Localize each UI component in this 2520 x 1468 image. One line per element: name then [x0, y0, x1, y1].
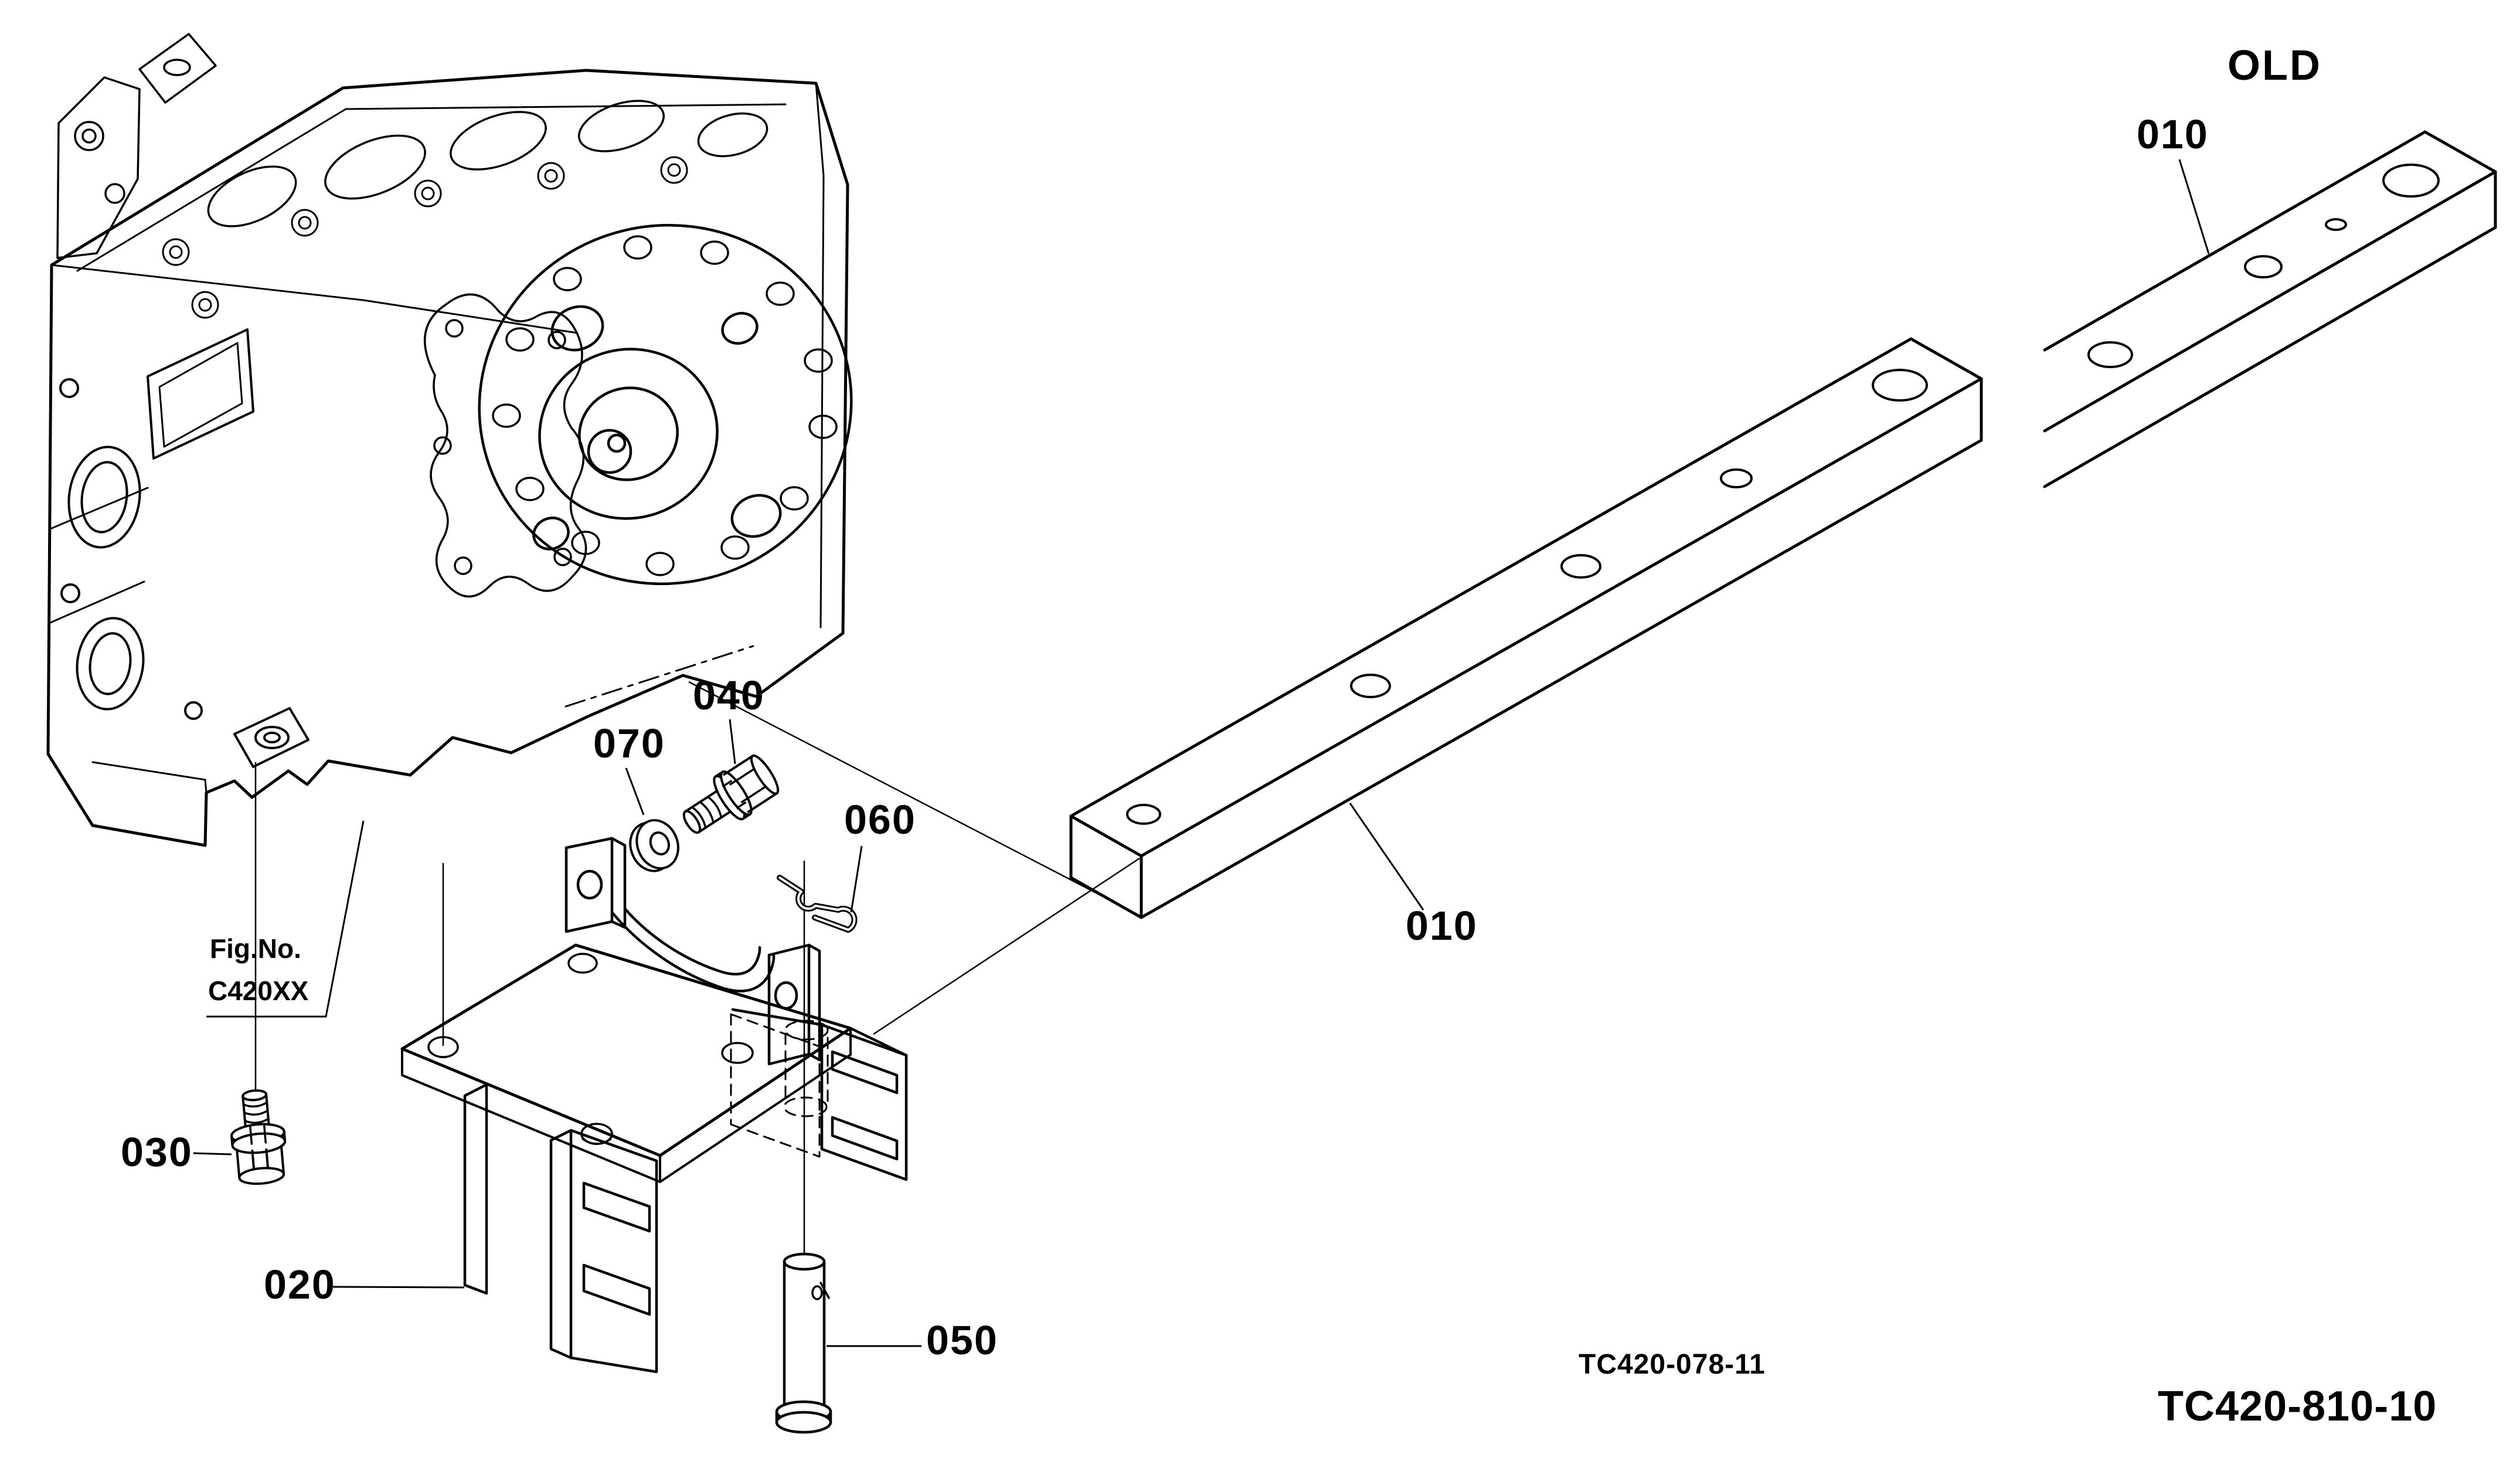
flange-bolt-holes: [492, 235, 838, 576]
label-pin: 050: [926, 1317, 998, 1363]
leader-030: [193, 1152, 232, 1156]
drawbar-old-drawing: [2043, 130, 2497, 488]
engine-case-drawing: [46, 33, 853, 847]
bracket-side-flange: [731, 1008, 908, 1181]
pin-cross-hole: [811, 1282, 830, 1300]
drawbar-new-holes: [1126, 369, 1928, 825]
drawing-code-small: TC420-078-11: [1579, 1349, 1766, 1380]
leader-010-new: [1349, 803, 1424, 910]
bracket-arm: [564, 837, 821, 1066]
bracket-drawing: [400, 837, 908, 1374]
drawbar-new-drawing: [1069, 337, 1983, 919]
leader-070: [625, 767, 645, 815]
washer-070-drawing: [629, 819, 679, 872]
flange-ring: [478, 223, 853, 586]
deck-openings: [207, 100, 768, 227]
deck-bolt-bosses: [162, 156, 688, 319]
label-bolt-upper: 040: [693, 672, 765, 718]
old-version-marker: OLD: [2227, 42, 2322, 89]
case-left-face: [59, 328, 254, 720]
label-bolt-lower: 030: [121, 1129, 193, 1175]
leader-040: [729, 719, 736, 764]
bracket-legs: [463, 1083, 658, 1374]
case-top-ear: [56, 33, 217, 259]
bracket-plate-holes: [427, 953, 754, 1145]
label-drawbar-new: 010: [1406, 903, 1478, 949]
center-line: [564, 645, 754, 708]
bracket-top-plate: [400, 943, 852, 1157]
pin-050-drawing: [775, 1252, 832, 1434]
bracket-hidden-pocket: [730, 1013, 829, 1158]
fig-ref-line1: Fig.No.: [210, 933, 301, 964]
case-edge-lines: [49, 82, 825, 794]
leader-lines: [193, 159, 2210, 1347]
drawing-code-main: TC420-810-10: [2158, 1383, 2437, 1430]
pocket-to-drawbar-line: [873, 857, 1140, 1035]
fig-ref-line2: C420XX: [208, 976, 309, 1006]
drawbar-old-holes: [2087, 164, 2440, 368]
case-to-drawbar-line: [688, 681, 1141, 917]
label-drawbar-old: 010: [2137, 111, 2209, 157]
clip-060-drawing: [777, 875, 858, 933]
gasket-outline: [424, 293, 587, 598]
label-bracket: 020: [264, 1262, 336, 1307]
label-clip: 060: [844, 797, 916, 842]
bolt-030-drawing: [230, 1089, 287, 1185]
leader-010-old: [2178, 159, 2210, 254]
case-mount-lug: [233, 707, 310, 768]
case-outline: [46, 69, 849, 847]
bolt-040-drawing: [682, 754, 780, 834]
leader-060: [850, 845, 863, 913]
assembly-lines: [254, 681, 1141, 1258]
label-washer: 070: [593, 721, 665, 766]
fig-ref-underline-leader: [206, 820, 365, 1018]
